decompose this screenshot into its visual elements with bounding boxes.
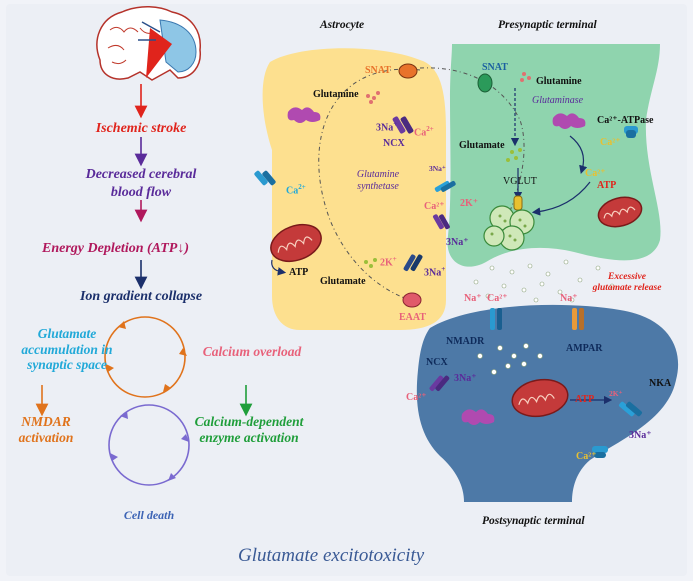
- two-k-astro-label: 2K+: [380, 255, 397, 269]
- excessive-release-label: Excessive glutamate release: [592, 272, 662, 294]
- glutamine-pre-label: Glutamine: [536, 76, 582, 87]
- ca-atpase-pump: [624, 126, 638, 138]
- atp-astro-label: ATP: [289, 267, 309, 278]
- cell-death-label: Cell death: [123, 508, 175, 522]
- nmdar-receptor: [490, 308, 502, 330]
- astrocyte-header: Astrocyte: [320, 19, 365, 31]
- eaat-transporter: [402, 292, 422, 308]
- calcium-overload-label: Calcium overload: [202, 344, 302, 359]
- glutamate-astro-label: Glutamate: [320, 276, 366, 287]
- vesicle-icon: [483, 205, 535, 251]
- mitochondrion-presynaptic: [597, 196, 643, 228]
- vglut-transporter: [513, 195, 523, 211]
- presynaptic-header: Presynaptic terminal: [498, 19, 597, 31]
- snat-presynaptic-transporter: [477, 73, 493, 93]
- atp-pre-label: ATP: [597, 180, 617, 191]
- vglut-label: VGLUT: [503, 176, 537, 187]
- enzyme-activation-label: Calcium-dependent enzyme activation: [194, 414, 304, 445]
- glutamine-dots-astrocyte: [366, 91, 380, 104]
- step-decreased-flow-line1: Decreased cerebral: [85, 167, 197, 182]
- two-k-post-label: 2K⁺: [609, 389, 623, 398]
- na-left-label: Na⁺: [464, 293, 482, 304]
- figure-title: Glutamate excitotoxicity: [238, 545, 425, 566]
- ca-vglut-label: Ca²⁺: [585, 168, 606, 179]
- postsynaptic-header: Postsynaptic terminal: [482, 515, 585, 527]
- ca-atpase-label: Ca²⁺-ATPase: [597, 115, 654, 126]
- ca-channel-postsynaptic: [592, 446, 608, 458]
- postsynaptic-glutamate-dots: [477, 343, 543, 375]
- enzyme-presynaptic: [552, 113, 586, 129]
- three-na-astro-label: 3Na+: [424, 265, 446, 279]
- ncx-astrocyte-transporter: [392, 116, 414, 134]
- cycle-upper: [104, 316, 186, 398]
- step-ischemic-stroke: Ischemic stroke: [95, 121, 187, 136]
- nka-presynaptic: [434, 181, 456, 192]
- down-arrow-icon: ↓: [177, 241, 185, 256]
- glutamate-accumulation-label: Glutamate accumulation in synaptic space: [21, 326, 113, 373]
- ca-pump-label: Ca²⁺: [424, 201, 445, 212]
- cycle-lower: [108, 404, 190, 486]
- enzyme-icon: [287, 107, 321, 123]
- nka-label: NKA: [649, 378, 672, 389]
- glutamate-glutamine-cycle: [318, 68, 421, 301]
- ampar-label: AMPAR: [566, 343, 603, 354]
- ncx-presynaptic: [433, 214, 450, 230]
- snat-label: SNAT: [365, 65, 391, 76]
- ncx-post-label: NCX: [426, 357, 448, 368]
- ca-channel-astro-label: Ca2+: [286, 183, 306, 197]
- nmdar-label: NMADR: [446, 336, 485, 347]
- mitochondrion-postsynaptic: [511, 378, 569, 418]
- three-na-nka-label: 3Na⁺: [629, 430, 652, 441]
- two-k-pre-label: 2K⁺: [460, 198, 479, 209]
- mitochondrion-icon: [270, 223, 322, 263]
- ncx-postsynaptic: [429, 375, 450, 392]
- ncx-astrocyte-label: NCX: [383, 138, 405, 149]
- ca-left-label: Ca²⁺: [487, 293, 508, 304]
- ampar-receptor: [572, 308, 584, 330]
- ca-ncx-label: Ca2+: [414, 125, 434, 139]
- nmdar-activation-label: NMDAR activation: [18, 414, 74, 445]
- na-right-label: Na⁺: [560, 293, 578, 304]
- snat-astrocyte-transporter: [398, 63, 418, 79]
- ca-post-label: Ca²⁺: [406, 392, 427, 403]
- three-na-top-label: 3Na⁺: [429, 164, 446, 173]
- ca-atpase-ion-label: Ca²⁺: [600, 137, 621, 148]
- nka-astrocyte: [403, 254, 423, 272]
- glutamate-dots-astrocyte: [364, 258, 377, 268]
- atp-post-label: ATP: [575, 394, 595, 405]
- glutaminase-label: Glutaminase: [532, 95, 584, 106]
- glutamate-pre-label: Glutamate: [459, 140, 505, 151]
- three-na-post-label: 3Na⁺: [454, 373, 477, 384]
- eaat-label: EAAT: [399, 312, 427, 323]
- glutamine-dots-presynaptic: [520, 72, 531, 82]
- nka-postsynaptic: [618, 401, 643, 417]
- step-energy-depletion: Energy Depletion (ATP↓): [42, 241, 189, 256]
- enzyme-postsynaptic: [461, 409, 495, 425]
- step-decreased-flow-line2: blood flow: [110, 185, 172, 200]
- ca-channel-astrocyte: [254, 170, 276, 186]
- ca-channel-post-label: Ca²⁺: [576, 451, 597, 462]
- three-na-pre-label: 3Na⁺: [446, 237, 469, 248]
- snat-pre-label: SNAT: [482, 62, 508, 73]
- step-ion-gradient: Ion gradient collapse: [79, 289, 203, 304]
- three-na-ncx-label: 3Na+: [376, 120, 398, 134]
- synaptic-glutamate-dots: [473, 259, 615, 303]
- brain-icon: [96, 6, 201, 81]
- glutamine-synthetase-label: Glutamine synthetase: [356, 169, 400, 192]
- glutamate-dots-presynaptic: [506, 148, 522, 162]
- glutamine-label: Glutamine: [313, 89, 359, 100]
